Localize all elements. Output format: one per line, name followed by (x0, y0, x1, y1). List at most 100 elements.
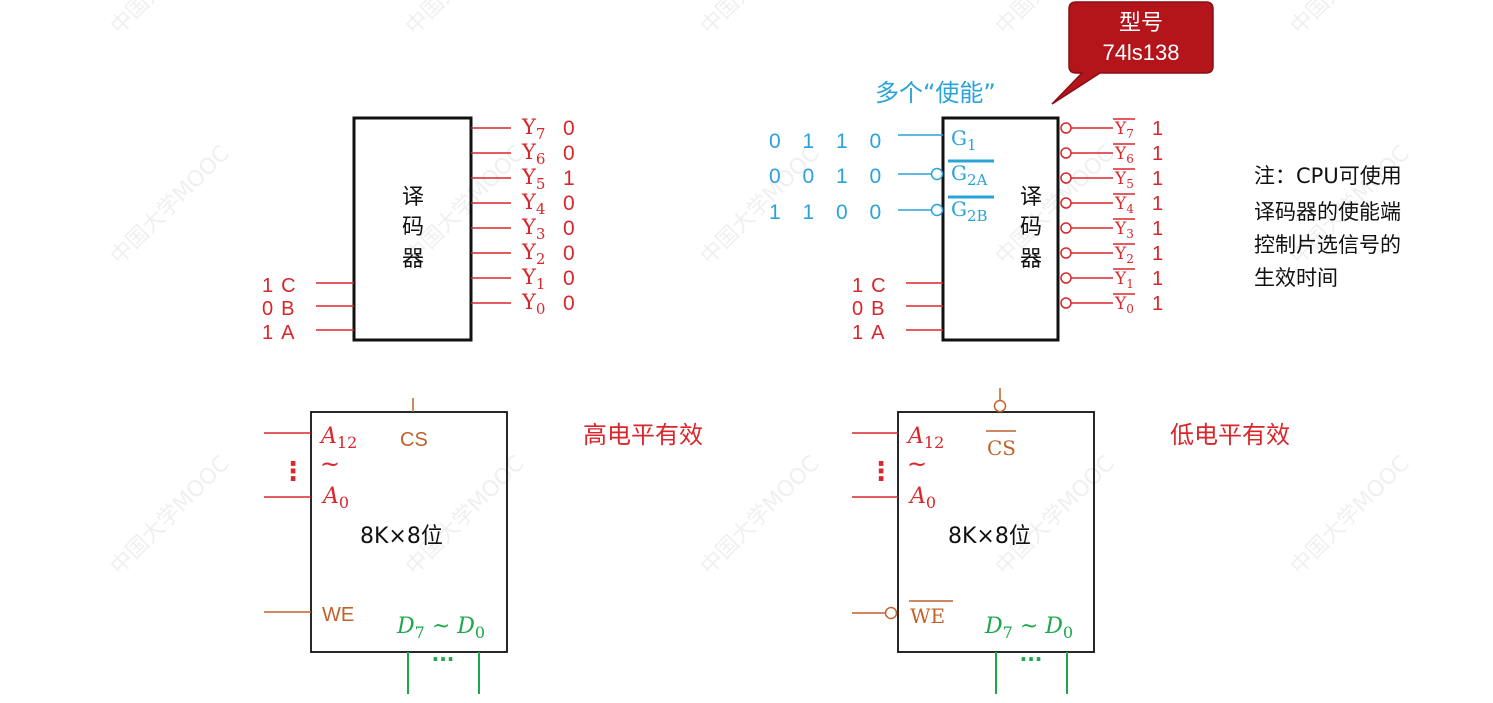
memory-right-dots: ⋮ (868, 457, 894, 487)
decoder-right-output-value: 1 (1152, 293, 1163, 315)
enable-input-values: 0 0 1 0 (769, 165, 889, 188)
memory-right-we: WE (910, 604, 945, 628)
memory-left-cs: CS (400, 429, 428, 451)
decoder-left-output-label: Y1 (521, 265, 545, 293)
memory-right-cs-bubble (993, 399, 1007, 413)
decoder-left-output-value: 0 (563, 292, 575, 315)
decoder-left-output-value: 0 (563, 267, 575, 290)
memory-left-we: WE (322, 604, 354, 626)
watermark-layer: 中国大学MOOC 中国大学MOOC 中国大学MOOC 中国大学MOOC 中国大学MOOC… (106, 0, 1415, 580)
watermark-text: 中国大学MOOC (401, 0, 530, 40)
watermark-text: 中国大学MOOC (106, 141, 235, 270)
decoder-left-output-value: 1 (563, 167, 575, 190)
enable-pin-label: G2B (951, 197, 988, 225)
memory-right-bus-dots: ··· (1020, 647, 1043, 671)
model-callout: 型号 74ls138 (1051, 1, 1214, 105)
note-line-2: 译码器的使能端 (1254, 200, 1401, 224)
memory-left-addr-low: A0 (321, 484, 349, 512)
note-block: 注：CPU可使用 译码器的使能端 控制片选信号的 生效时间 (1254, 164, 1402, 290)
decoder-right-output-label: Y4 (1114, 194, 1134, 216)
decoder-right-output-value: 1 (1152, 168, 1163, 190)
memory-right-addr-low: A0 (908, 484, 936, 512)
note-line-1: 注：CPU可使用 (1254, 164, 1402, 188)
memory-left-tilde: ~ (320, 450, 340, 478)
memory-left-addr-high: A12 (319, 424, 357, 452)
callout-title: 型号 (1119, 11, 1163, 36)
decoder-right-output-bubble (1060, 197, 1072, 209)
decoder-right-box (941, 116, 1060, 342)
watermark-text: 中国大学MOOC (991, 141, 1120, 270)
decoder-right-label-1: 译 (1020, 185, 1042, 210)
decoder-right-output-bubble (1060, 272, 1072, 284)
decoder-left-output-label: Y4 (521, 190, 545, 218)
enable-input-bubble (930, 167, 944, 181)
decoder-right-output-label: Y3 (1114, 219, 1134, 241)
decoder-right-output-label: Y7 (1114, 119, 1134, 141)
decoder-left-output-value: 0 (563, 242, 575, 265)
memory-left-data-bus: D7 ~ D0 (396, 614, 485, 642)
decoder-right-output-label: Y6 (1114, 144, 1134, 166)
decoder-right-output-value: 1 (1152, 243, 1163, 265)
decoder-right-output-label: Y0 (1114, 294, 1134, 316)
callout-model: 74ls138 (1102, 40, 1179, 65)
decoder-right-output-label: Y1 (1114, 269, 1134, 291)
decoder-right-output-value: 1 (1152, 218, 1163, 240)
note-line-3: 控制片选信号的 (1254, 233, 1401, 257)
decoder-right-output-value: 1 (1152, 193, 1163, 215)
decoder-right-label-3: 器 (1020, 247, 1042, 272)
memory-left-caption: 高电平有效 (583, 421, 703, 449)
memory-chip-left: ⋮ A12 ~ A0 CS 8K×8位 WE D7 ~ D0 ··· (264, 398, 508, 694)
enable-pin-label: G2A (951, 161, 988, 189)
memory-right-tilde: ~ (907, 450, 927, 478)
memory-right-cs: CS (987, 436, 1016, 460)
watermark-text: 中国大学MOOC (696, 0, 825, 40)
memory-right-we-bubble (884, 606, 898, 620)
watermark-text: 中国大学MOOC (401, 451, 530, 580)
memory-right-caption: 低电平有效 (1170, 421, 1290, 449)
decoder-right-output-bubble (1060, 147, 1072, 159)
decoder-right-output-label: Y2 (1114, 244, 1134, 266)
decoder-left-output-label: Y0 (521, 290, 545, 318)
decoder-right-output-value: 1 (1152, 118, 1163, 140)
memory-chip-right: ⋮ A12 ~ A0 CS 8K×8位 WE D7 ~ D0 ··· (852, 388, 1095, 694)
watermark-text: 中国大学MOOC (991, 451, 1120, 580)
memory-right-addr-high: A12 (906, 424, 944, 452)
decoder-left-output-value: 0 (563, 117, 575, 140)
decoder-left-box (352, 116, 473, 342)
decoder-right-output-bubble (1060, 222, 1072, 234)
enable-input-bubble (930, 203, 944, 217)
watermark-text: 中国大学MOOC (106, 451, 235, 580)
enable-caption: 多个“使能” (875, 79, 996, 107)
watermark-text: 中国大学MOOC (1286, 451, 1415, 580)
enable-input-values: 1 1 0 0 (769, 201, 889, 224)
enable-input-values: 0 1 1 0 (769, 130, 889, 153)
decoder-left-output-value: 0 (563, 142, 575, 165)
decoder-right-output-label: Y5 (1114, 169, 1134, 191)
note-line-4: 生效时间 (1254, 266, 1338, 290)
memory-right-size: 8K×8位 (948, 524, 1031, 549)
decoder-right-output-bubble (1060, 297, 1072, 309)
watermark-text: 中国大学MOOC (696, 451, 825, 580)
decoder-left-output-value: 0 (563, 192, 575, 215)
memory-right-data-bus: D7 ~ D0 (984, 614, 1073, 642)
decoder-right-output-value: 1 (1152, 268, 1163, 290)
decoder-left-output-label: Y6 (521, 140, 545, 168)
callout-bubble (1051, 1, 1214, 105)
decoder-left-output-label: Y5 (521, 165, 545, 193)
decoder-right-output-bubble (1060, 122, 1072, 134)
watermark-text: 中国大学MOOC (1286, 0, 1415, 40)
decoder-right-label-2: 码 (1020, 215, 1042, 240)
